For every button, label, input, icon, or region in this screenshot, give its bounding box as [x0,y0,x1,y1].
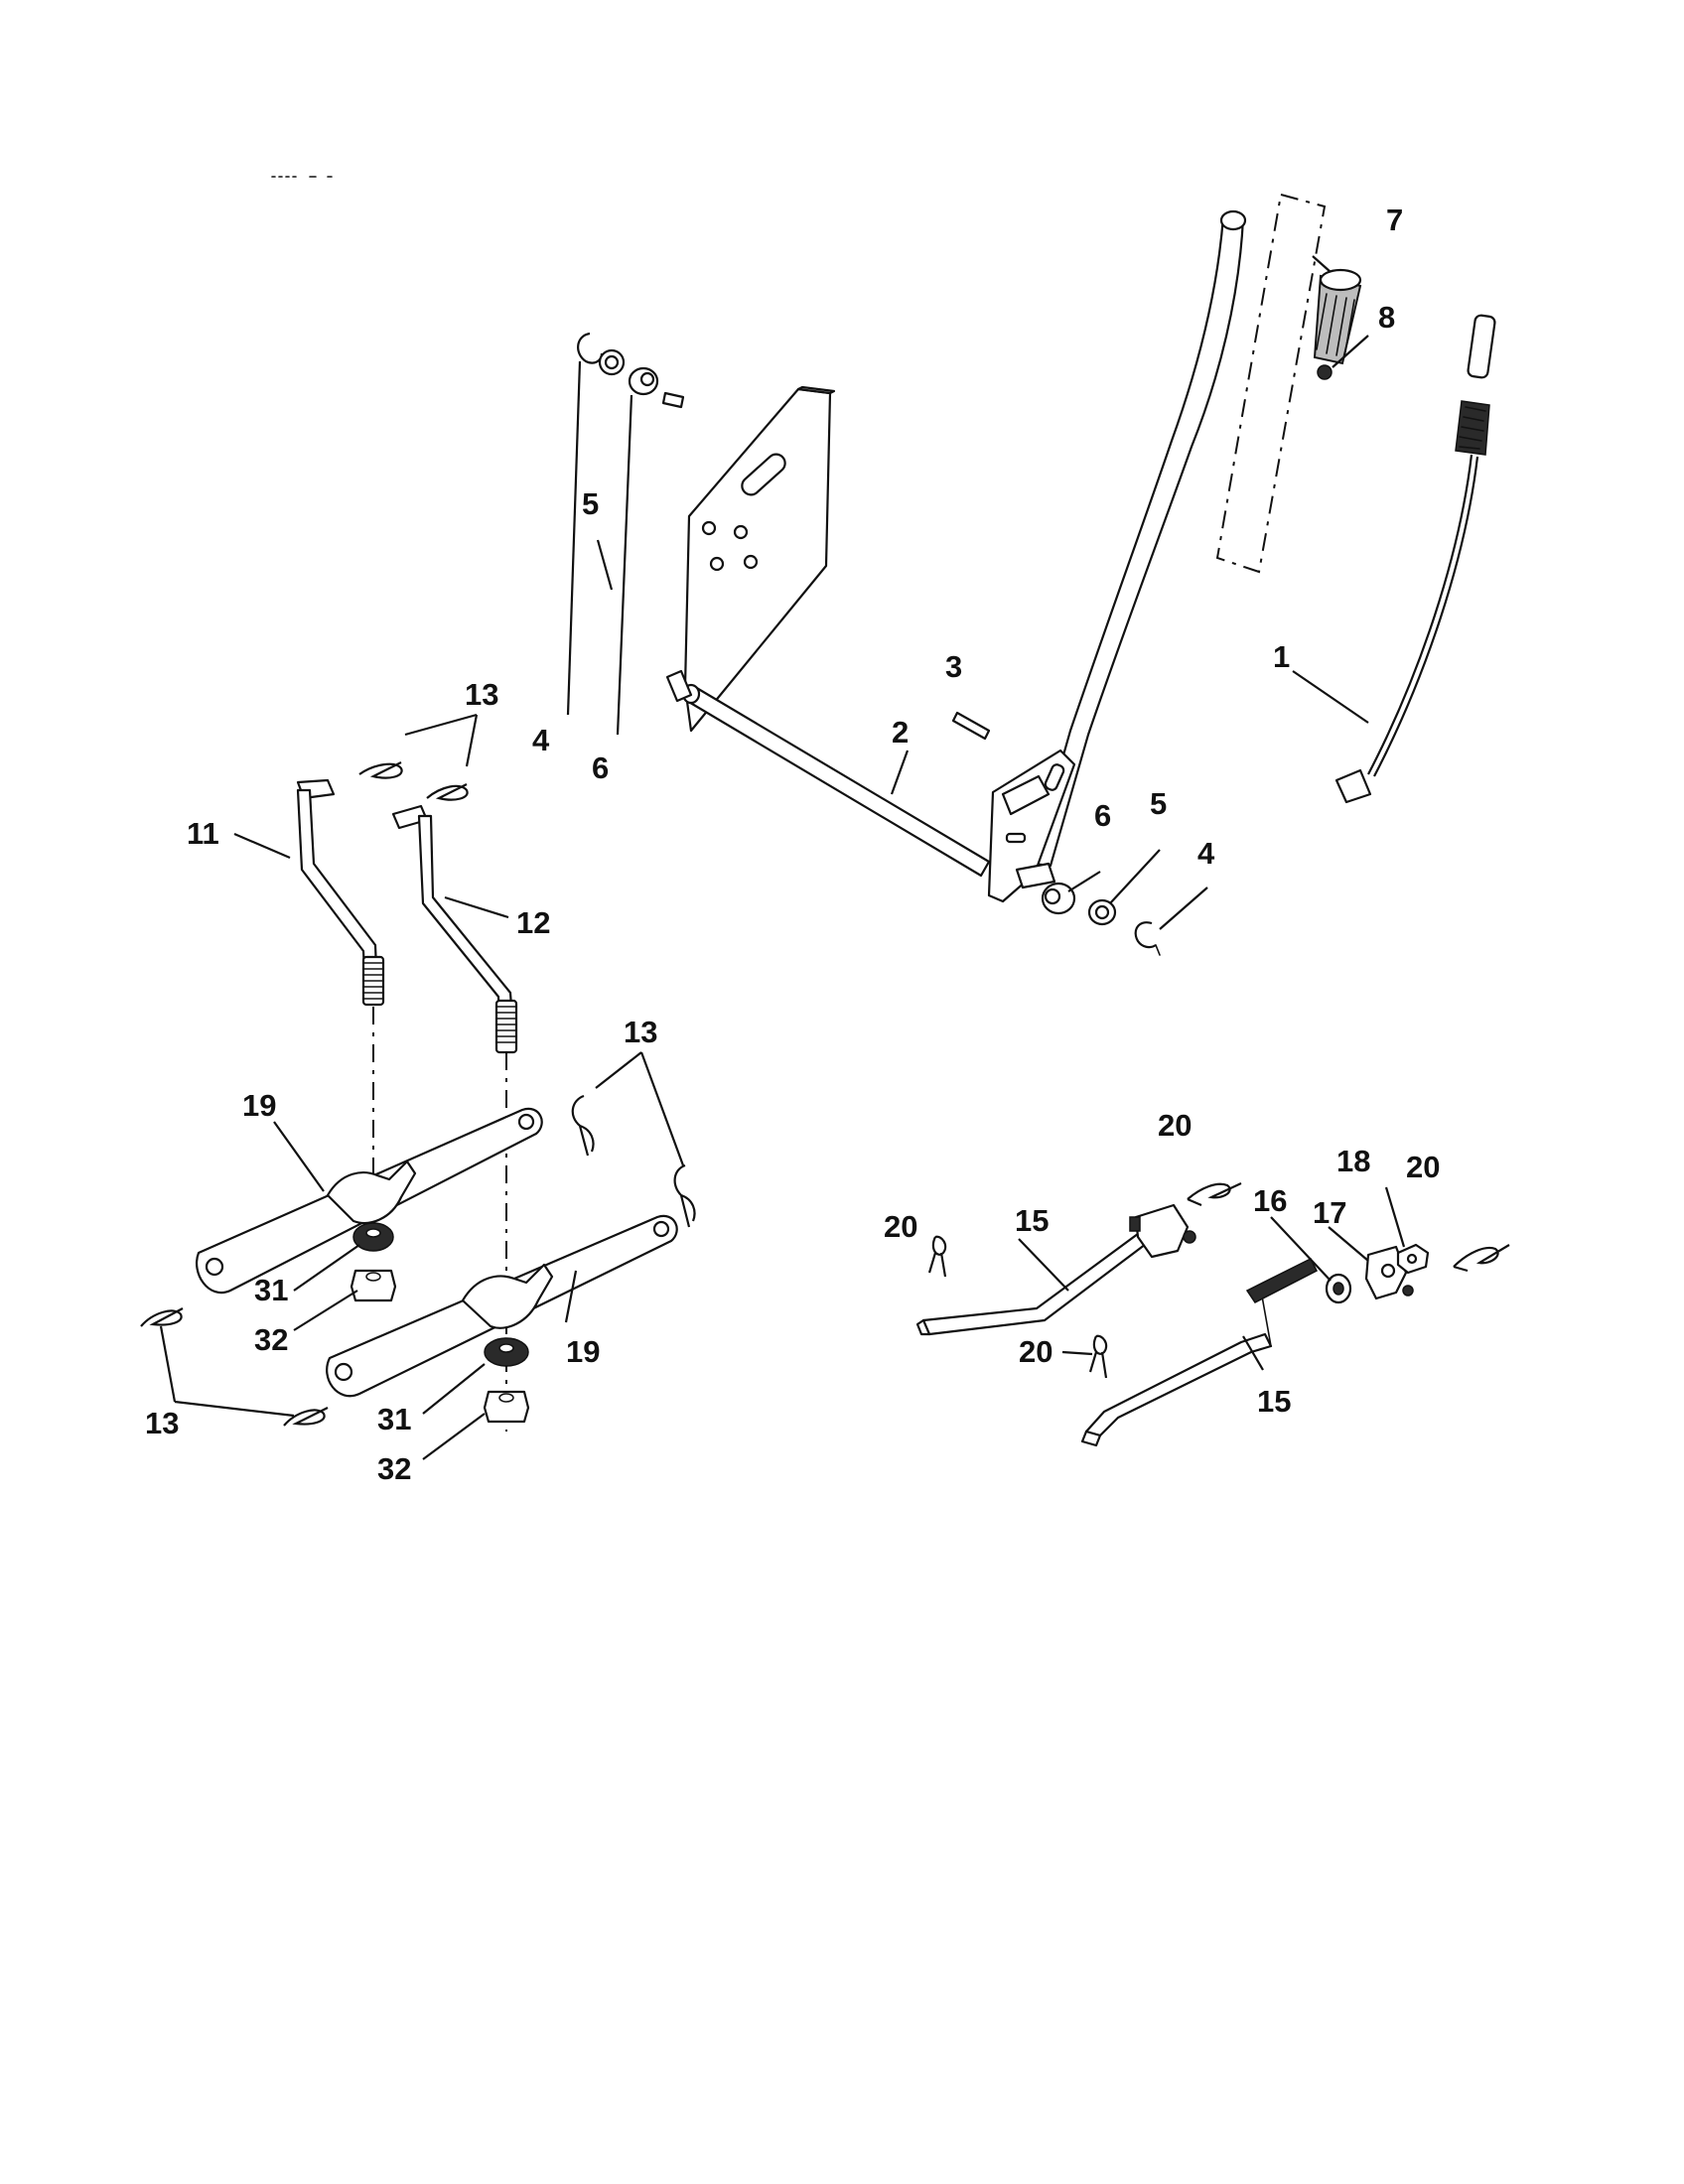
callout-17: 17 [1313,1195,1346,1230]
callout-6-left: 6 [592,751,609,785]
callout-4-right: 4 [1197,836,1215,871]
bushing-left [628,366,685,409]
callout-2: 2 [892,715,909,750]
callout-19-upper: 19 [242,1088,276,1123]
callout-11: 11 [187,816,219,851]
washer-right [1087,898,1117,926]
lift-handle-outline [1215,194,1327,574]
callout-6-right: 6 [1094,798,1111,833]
hairpin-clip-20-c [1453,1244,1510,1273]
callout-15-upper: 15 [1015,1203,1049,1238]
lift-shaft [665,669,991,878]
shaft-stub-right [1015,862,1056,889]
retaining-ring-right [1134,921,1161,956]
hairpin-clip-13-mid-b [673,1163,696,1228]
hairpin-clip-20-a [927,1235,947,1278]
lift-arm-upper [196,1107,543,1295]
retaining-ring-left [577,332,604,364]
leader-lines [159,255,1406,1460]
callout-32-lower: 32 [377,1451,411,1486]
callout-18: 18 [1336,1144,1370,1178]
washer-left [598,348,626,376]
callout-1: 1 [1273,639,1290,674]
callout-19-lower: 19 [566,1334,600,1369]
callout-32-upper: 32 [254,1322,288,1357]
lift-link-12 [391,804,518,1054]
lift-cable [1334,314,1496,804]
callout-7: 7 [1386,203,1403,237]
handle-grip [1313,268,1362,365]
hairpin-clip-13-low-b [283,1407,329,1427]
callout-5-left: 5 [582,486,599,521]
mounting-plate [683,385,836,733]
callout-16: 16 [1253,1183,1287,1218]
spacer-16 [1325,1273,1352,1304]
grip-pin [1317,364,1333,380]
nut-upper [350,1269,397,1302]
callout-20-a: 20 [884,1209,917,1244]
callout-8: 8 [1378,300,1395,335]
callout-5-right: 5 [1150,786,1167,821]
trunnion-17 [1364,1245,1414,1300]
rubber-washer-lower [484,1337,529,1367]
adjust-rod-lower [1080,1257,1319,1447]
trunnion-upper [1129,1203,1196,1259]
hairpin-clip-13-mid-a [571,1094,595,1157]
hairpin-clip-13-top-b [426,783,469,801]
bushing-right [1041,882,1076,915]
callout-13-low: 13 [145,1406,179,1440]
adjust-rod-upper [915,1229,1152,1336]
hairpin-clip-13-top-a [358,761,403,779]
nut-lower [483,1390,530,1424]
callout-20-b: 20 [1158,1108,1192,1143]
callout-20-d: 20 [1019,1334,1052,1369]
hairpin-clip-20-d [1088,1334,1108,1379]
callout-31-lower: 31 [377,1402,411,1436]
hairpin-clip-13-low-a [140,1307,184,1327]
roll-pin [951,711,991,741]
callout-3: 3 [945,649,962,684]
lift-link-11 [296,778,385,1007]
hairpin-clip-20-b [1187,1182,1242,1207]
callout-13-mid: 13 [624,1015,657,1049]
rubber-washer-upper [352,1222,394,1252]
callout-13-top: 13 [465,677,498,712]
callout-15-lower: 15 [1257,1384,1291,1419]
callout-labels: 1 2 3 4 4 5 5 6 6 7 8 11 12 13 13 13 15 … [145,203,1440,1486]
callout-20-c: 20 [1406,1150,1440,1184]
callout-31-upper: 31 [254,1273,288,1307]
nut-18 [1396,1243,1430,1275]
callout-12: 12 [516,905,550,940]
lift-arm-lower [326,1214,678,1398]
callout-4-left: 4 [532,723,550,757]
